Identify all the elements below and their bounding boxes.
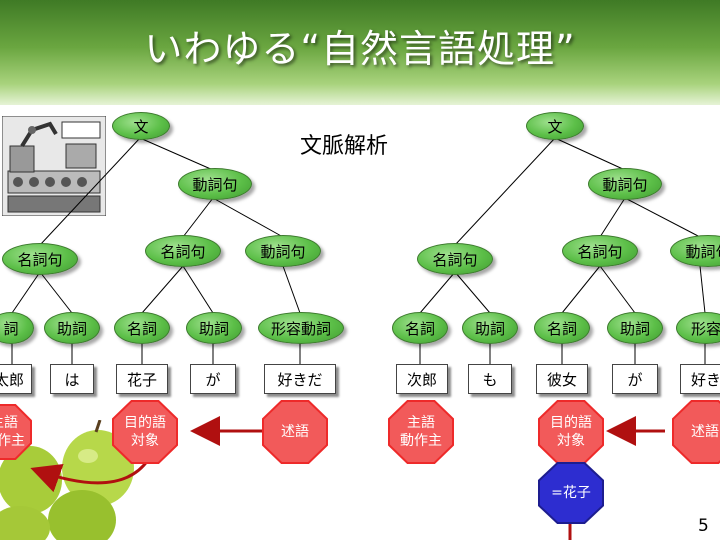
left-word-box: 好きだ — [264, 364, 336, 394]
right-object-role-sign: 目的語 対象 — [538, 400, 604, 464]
left-verb-phrase-node: 動詞句 — [178, 168, 252, 200]
left-pos-particle-node: 助詞 — [186, 312, 242, 344]
right-sentence-node: 文 — [526, 112, 584, 140]
left-pos-particle-node: 助詞 — [44, 312, 100, 344]
right-subject-role-sign: 主語 動作主 — [388, 400, 454, 464]
right-verb-phrase-node: 動詞句 — [588, 168, 662, 200]
left-word-box: 花子 — [116, 364, 168, 394]
right-subject-noun-phrase-node: 名詞句 — [417, 243, 493, 275]
right-pos-particle-node: 助詞 — [462, 312, 518, 344]
role-label: 述語 — [691, 423, 719, 441]
page-number: 5 — [698, 516, 709, 536]
role-label: 目的語 対象 — [124, 414, 166, 450]
right-word-box: 好き — [680, 364, 720, 394]
left-word-box: 太郎 — [0, 364, 32, 394]
left-object-noun-phrase-node: 名詞句 — [145, 235, 221, 267]
left-word-box: は — [50, 364, 94, 394]
coreference-sign: =花子 — [538, 462, 604, 524]
right-pos-noun-node: 名詞 — [392, 312, 448, 344]
right-word-box: が — [612, 364, 658, 394]
role-label: 目的語 対象 — [550, 414, 592, 450]
left-sentence-node: 文 — [112, 112, 170, 140]
right-word-box: 次郎 — [396, 364, 448, 394]
left-word-box: が — [190, 364, 236, 394]
left-subject-noun-phrase-node: 名詞句 — [2, 243, 78, 275]
role-label: 述語 — [281, 423, 309, 441]
left-pos-noun-node: 名詞 — [114, 312, 170, 344]
role-label: 主語 動作主 — [0, 414, 25, 450]
coreference-label: =花子 — [551, 484, 591, 502]
left-object-role-sign: 目的語 対象 — [112, 400, 178, 464]
left-inner-verb-phrase-node: 動詞句 — [245, 235, 321, 267]
right-pos-particle-node: 助詞 — [607, 312, 663, 344]
left-pos-adjectival-verb-node: 形容動詞 — [258, 312, 344, 344]
right-object-noun-phrase-node: 名詞句 — [562, 235, 638, 267]
role-label: 主語 動作主 — [400, 414, 442, 450]
left-predicate-role-sign: 述語 — [262, 400, 328, 464]
right-pos-noun-node: 名詞 — [534, 312, 590, 344]
right-word-box: も — [468, 364, 512, 394]
right-word-box: 彼女 — [536, 364, 588, 394]
